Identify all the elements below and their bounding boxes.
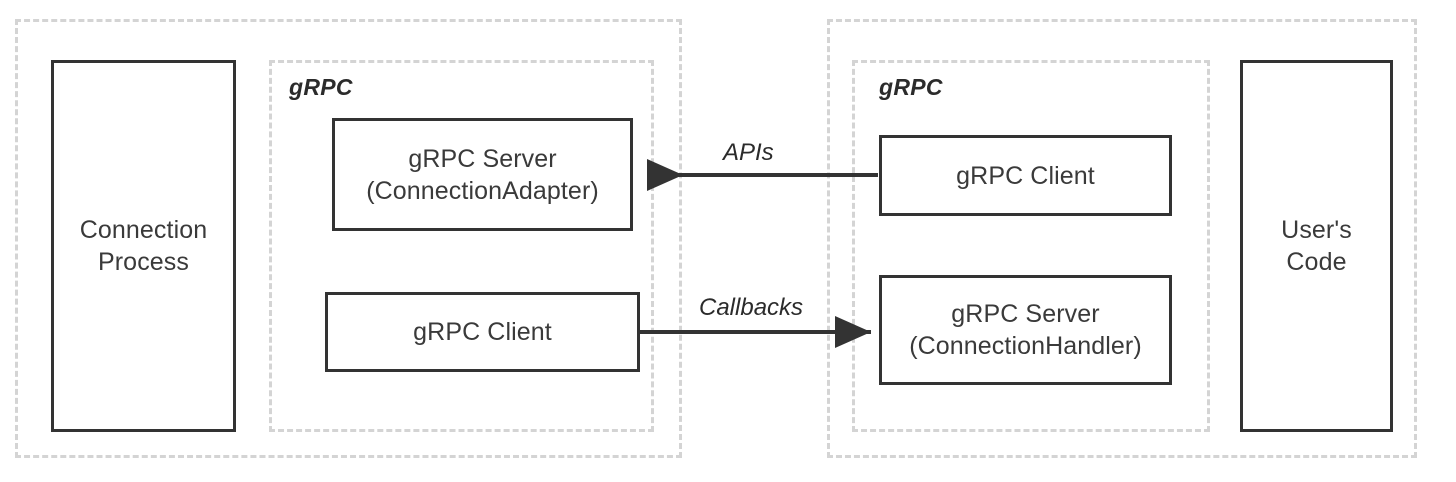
right-grpc-group <box>852 60 1210 432</box>
left-grpc-group <box>269 60 654 432</box>
grpc-client-connection-side-label: gRPC Client <box>413 318 552 346</box>
connection-process-box[interactable]: Connection Process <box>51 60 236 432</box>
grpc-server-connection-handler-label: gRPC Server (ConnectionHandler) <box>909 300 1142 360</box>
user-code-box[interactable]: User's Code <box>1240 60 1393 432</box>
grpc-client-user-side-box[interactable]: gRPC Client <box>879 135 1172 216</box>
grpc-client-connection-side-box[interactable]: gRPC Client <box>325 292 640 372</box>
grpc-server-connection-adapter-label: gRPC Server (ConnectionAdapter) <box>366 144 599 205</box>
grpc-client-user-side-label: gRPC Client <box>956 161 1095 190</box>
right-grpc-caption: gRPC <box>879 74 943 100</box>
left-grpc-caption: gRPC <box>289 74 353 100</box>
grpc-server-connection-adapter-box[interactable]: gRPC Server (ConnectionAdapter) <box>332 118 633 231</box>
apis-edge-label: APIs <box>723 139 774 166</box>
connection-process-outer-group <box>15 19 682 458</box>
connection-process-label: Connection Process <box>79 216 208 276</box>
grpc-server-connection-handler-box[interactable]: gRPC Server (ConnectionHandler) <box>879 275 1172 385</box>
user-code-outer-group <box>827 19 1417 458</box>
callbacks-edge-label: Callbacks <box>699 294 804 321</box>
user-code-label: User's Code <box>1281 216 1352 276</box>
